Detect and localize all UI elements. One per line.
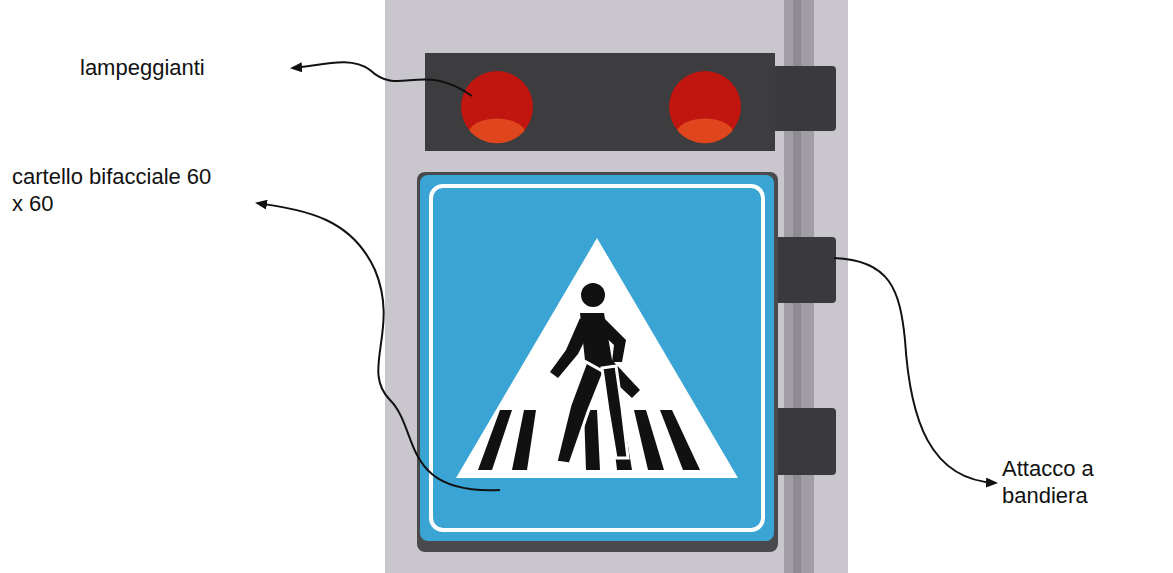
part-label: lampeggianti [80, 54, 205, 81]
leader-lines [257, 62, 996, 490]
lamp-housing [425, 53, 775, 151]
part-label: cartello bifacciale 60 x 60 [12, 163, 222, 217]
sign-frame [417, 172, 778, 552]
flashing-lights [461, 71, 741, 143]
triangle [456, 238, 738, 478]
sign-face [420, 175, 774, 541]
sign-border [431, 186, 763, 530]
flag-clamps [772, 66, 836, 475]
pedestrian-crossing-symbol [478, 283, 700, 470]
part-label: Attacco a bandiera [1002, 455, 1142, 509]
